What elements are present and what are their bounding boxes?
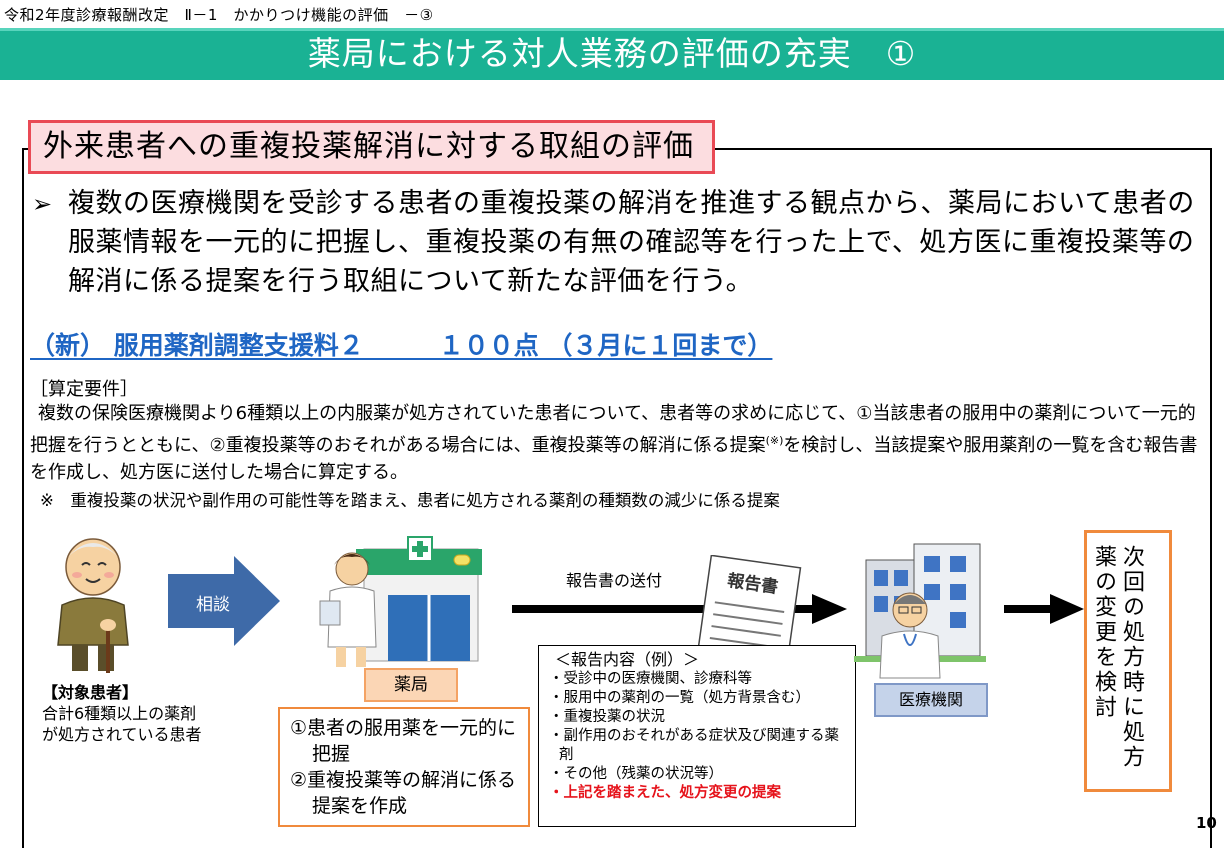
report-item: ・服用中の薬剤の一覧（処方背景含む） xyxy=(549,690,810,706)
next-action-box xyxy=(1084,530,1172,792)
patient-label-line: が処方されている患者 xyxy=(42,725,202,744)
summary-text: 複数の医療機関を受診する患者の重複投薬の解消を推進する観点から、薬局において患者… xyxy=(68,188,1195,297)
patient-label-title: 【対象患者】 xyxy=(42,683,139,702)
requirements-text-2: を検討し、当該提案や服用薬剤の一覧を含む報告書を作成し、処方医に送付した場合に算… xyxy=(30,435,1198,483)
requirements-heading: ［算定要件］ xyxy=(30,379,138,400)
report-contents-box: ＜報告内容（例）＞ ・受診中の医療機関、診療科等 ・服用中の薬剤の一覧（処方背景… xyxy=(538,645,856,827)
report-item: ・重複投薬の状況 xyxy=(549,709,665,725)
report-item: ・副作用のおそれがある症状及び関連する薬剤 xyxy=(549,728,839,763)
new-fee-item: （新） 服用薬剤調整支援料２ １００点 （３月に１回まで） xyxy=(30,331,773,360)
title-bar xyxy=(0,28,1224,80)
send-report-label: 報告書の送付 xyxy=(566,571,663,590)
section-heading: 外来患者への重複投薬解消に対する取組の評価 xyxy=(28,120,715,174)
report-heading: ＜報告内容（例）＞ xyxy=(555,650,700,669)
send-arrow-icon xyxy=(512,594,847,624)
hospital-label: 医療機関 xyxy=(874,683,988,717)
report-item: ・受診中の医療機関、診療科等 xyxy=(549,671,752,687)
note-mark: (※) xyxy=(765,434,784,447)
page-number: 10 xyxy=(1196,814,1217,832)
bullet-arrow-icon: ➢ xyxy=(32,190,53,218)
pharmacy-role-item: ②重複投薬等の解消に係る提案を作成 xyxy=(290,769,517,817)
requirements-body: 複数の保険医療機関より6種類以上の内服薬が処方されていた患者について、患者等の求… xyxy=(30,400,1205,486)
hospital-icon xyxy=(854,543,986,679)
pharmacy-icon xyxy=(319,536,482,667)
next-step-arrow-icon xyxy=(1004,594,1084,624)
patient-label: 【対象患者】 合計6種類以上の薬剤 が処方されている患者 xyxy=(42,682,202,745)
report-item: ・その他（残薬の状況等） xyxy=(549,766,723,782)
requirements-note: ※ 重複投薬の状況や副作用の可能性等を踏まえ、患者に処方される薬剤の種類数の減少… xyxy=(40,491,780,510)
patient-label-line: 合計6種類以上の薬剤 xyxy=(42,704,197,723)
page-title: 薬局における対人業務の評価の充実 ① xyxy=(307,34,917,73)
requirements-text-1: 複数の保険医療機関より6種類以上の内服薬が処方されていた患者について、患者等の求… xyxy=(30,403,1196,456)
elderly-patient-icon xyxy=(57,538,129,673)
consult-arrow-icon xyxy=(168,556,280,646)
next-action-text: 次回の処方時に処方薬の変更を検討 xyxy=(1091,545,1144,770)
report-highlight: ・上記を踏まえた、処方変更の提案 xyxy=(549,785,781,801)
pharmacy-label: 薬局 xyxy=(364,668,458,702)
pharmacy-role-item: ①患者の服用薬を一元的に把握 xyxy=(290,717,517,765)
consult-label: 相談 xyxy=(196,595,230,615)
pharmacy-roles-box: ①患者の服用薬を一元的に把握 ②重複投薬等の解消に係る提案を作成 xyxy=(278,707,530,827)
breadcrumb: 令和2年度診療報酬改定 Ⅱ－1 かかりつけ機能の評価 －③ xyxy=(4,6,434,24)
